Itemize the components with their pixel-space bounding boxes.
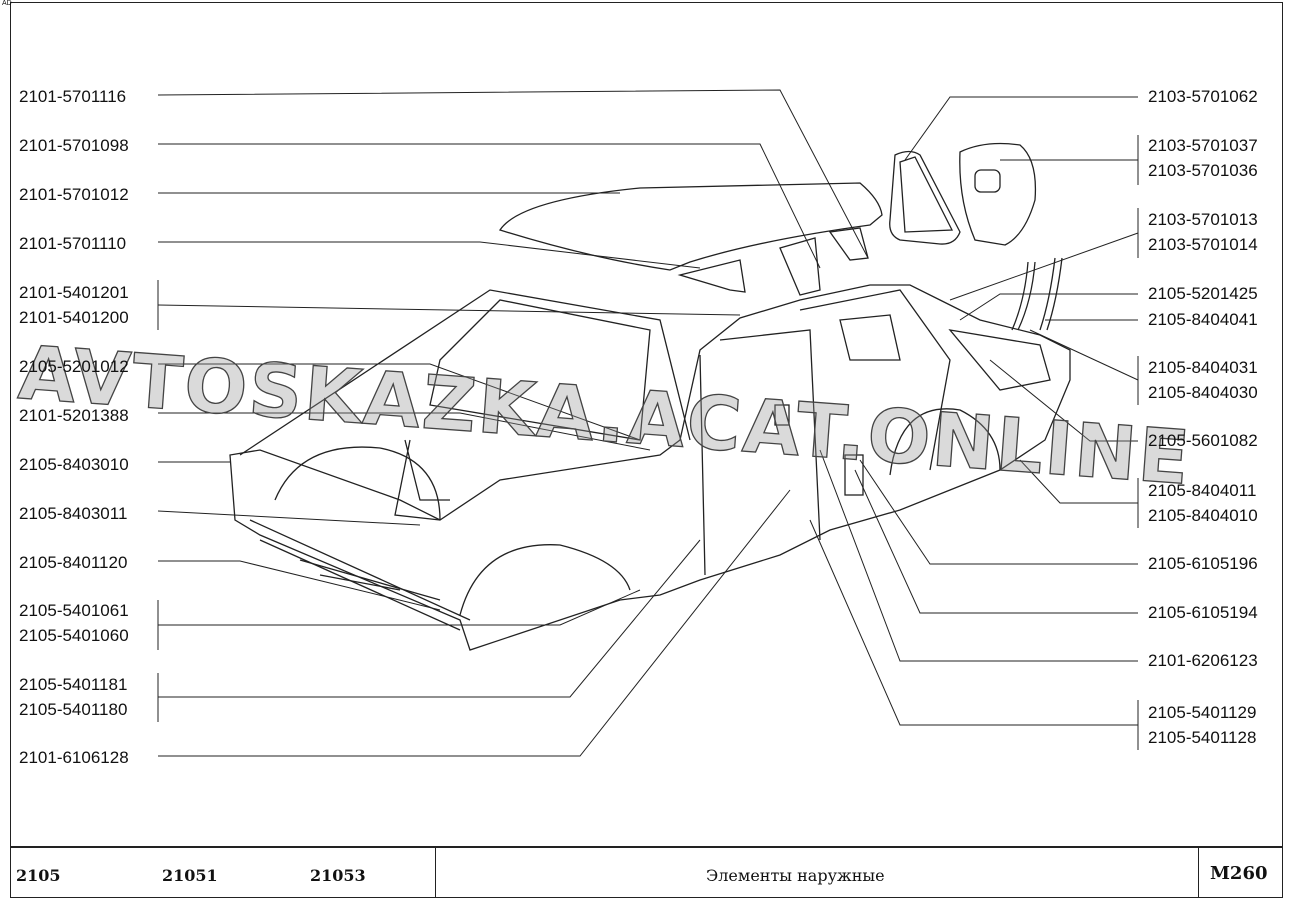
part-label: 2105-5201425 bbox=[1148, 284, 1258, 303]
part-label: 2103-5701013 bbox=[1148, 210, 1258, 229]
part-label: 2105-8401120 bbox=[19, 553, 128, 572]
part-label: 2105-8404010 bbox=[1148, 506, 1258, 525]
part-label: 2105-5201012 bbox=[19, 357, 129, 376]
corner-mark: AD bbox=[2, 0, 12, 7]
part-label: 2105-5401128 bbox=[1148, 728, 1257, 747]
part-label: 2105-6105194 bbox=[1148, 603, 1258, 622]
part-label: 2105-8404011 bbox=[1148, 481, 1257, 500]
leader-lines bbox=[157, 89, 1139, 757]
part-label: 2105-8403010 bbox=[19, 455, 129, 474]
part-label: 2103-5701037 bbox=[1148, 136, 1258, 155]
model-21051: 21051 bbox=[162, 866, 218, 885]
part-label: 2105-5401180 bbox=[19, 700, 128, 719]
part-label: 2101-5701116 bbox=[19, 87, 127, 106]
part-label: 2105-8404041 bbox=[1148, 310, 1258, 329]
part-label: 2105-5401061 bbox=[19, 601, 129, 620]
part-label: 2101-5701110 bbox=[19, 234, 127, 253]
part-label: 2105-6105196 bbox=[1148, 554, 1258, 573]
part-label: 2105-8403011 bbox=[19, 504, 128, 523]
part-label: 2101-6106128 bbox=[19, 748, 129, 767]
drawing-frame bbox=[10, 2, 1283, 898]
part-label: 2105-5401129 bbox=[1148, 703, 1257, 722]
part-label: 2105-5401060 bbox=[19, 626, 129, 645]
part-label: 2101-5701098 bbox=[19, 136, 129, 155]
part-label: 2105-8404030 bbox=[1148, 383, 1258, 402]
model-21053: 21053 bbox=[310, 866, 366, 885]
sheet-code: M260 bbox=[1210, 863, 1268, 884]
part-label: 2101-5701012 bbox=[19, 185, 129, 204]
part-label: 2103-5701036 bbox=[1148, 161, 1258, 180]
part-label: 2101-5401201 bbox=[19, 283, 129, 302]
part-label: 2101-6206123 bbox=[1148, 651, 1258, 670]
title-block: 2105 21051 21053 Элементы наружные M260 bbox=[10, 846, 1283, 898]
divider bbox=[1198, 848, 1199, 898]
part-label: 2103-5701014 bbox=[1148, 235, 1258, 254]
sheet-title: Элементы наружные bbox=[706, 866, 885, 885]
part-label: 2103-5701062 bbox=[1148, 87, 1258, 106]
part-label: 2105-5401181 bbox=[19, 675, 128, 694]
part-label: 2101-5401200 bbox=[19, 308, 129, 327]
part-label: 2105-8404031 bbox=[1148, 358, 1258, 377]
divider bbox=[435, 848, 436, 898]
model-2105: 2105 bbox=[16, 866, 61, 885]
part-label: 2101-5201388 bbox=[19, 406, 129, 425]
part-label: 2105-5601082 bbox=[1148, 431, 1258, 450]
